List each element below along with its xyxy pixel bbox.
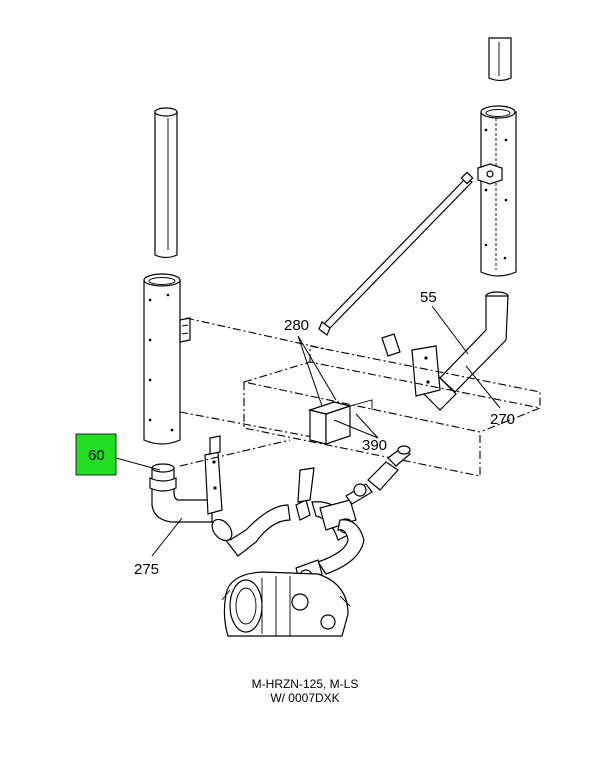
right-stack-heat-shield <box>477 105 517 277</box>
leader-270 <box>465 365 501 409</box>
callout-270[interactable]: 270 <box>490 411 515 428</box>
caption-line-2: W/ 0007DXK <box>270 691 340 705</box>
center-bracket <box>307 399 373 445</box>
leader-390 <box>333 413 379 439</box>
callout-60[interactable]: 60 <box>88 447 105 464</box>
flex-exhaust-pipes <box>211 445 411 585</box>
leader-55 <box>431 305 469 355</box>
left-elbow-pipe <box>149 435 223 523</box>
leader-280 <box>297 335 337 407</box>
right-elbow-pipe <box>381 291 509 411</box>
aftertreatment-canister <box>221 571 351 637</box>
callout-280[interactable]: 280 <box>284 317 309 334</box>
right-stack-upper-pipe <box>488 37 512 82</box>
left-stack-upper-pipe <box>154 107 178 259</box>
callout-390[interactable]: 390 <box>362 437 387 454</box>
caption-line-1: M-HRZN-125, M-LS <box>251 677 359 691</box>
left-stack-heat-shield <box>143 273 191 445</box>
callout-275[interactable]: 275 <box>134 561 159 578</box>
callout-55[interactable]: 55 <box>420 289 437 306</box>
leader-60 <box>115 457 161 471</box>
frame-crossmember <box>179 317 542 477</box>
stack-tie-rod <box>318 171 474 336</box>
diagram-caption: M-HRZN-125, M-LS W/ 0007DXK <box>0 677 610 705</box>
leader-275 <box>151 517 183 557</box>
callout-60-highlight[interactable] <box>75 433 117 476</box>
